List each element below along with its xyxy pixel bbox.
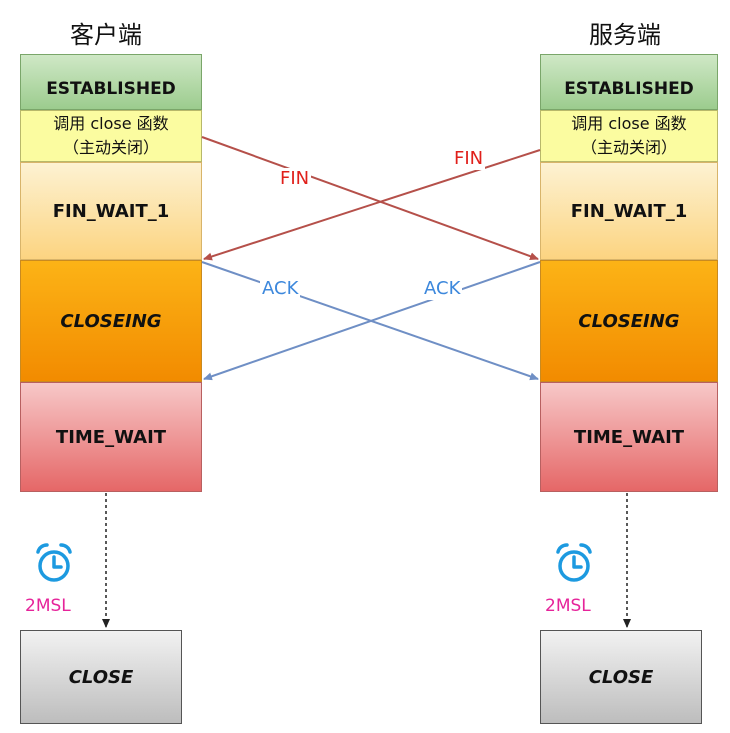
client-ack-label: ACK: [260, 278, 301, 300]
client-fin-label: FIN: [278, 168, 312, 190]
client-fin-wait-1-label: FIN_WAIT_1: [52, 200, 170, 222]
server-call-close-line1: 调用 close 函数: [571, 114, 687, 133]
server-established-label: ESTABLISHED: [564, 79, 694, 99]
server-closeing-state: CLOSEING: [540, 260, 718, 382]
client-time-wait-label: TIME_WAIT: [55, 426, 167, 448]
client-fin-wait-1-state: FIN_WAIT_1: [20, 162, 202, 260]
server-call-close-note: 调用 close 函数 （主动关闭）: [540, 110, 718, 162]
client-fin-arrow: [201, 136, 539, 261]
client-call-close-note: 调用 close 函数 （主动关闭）: [20, 110, 202, 162]
client-time-wait-state: TIME_WAIT: [20, 382, 202, 492]
client-close-label: CLOSE: [68, 666, 134, 688]
server-time-wait-label: TIME_WAIT: [573, 426, 685, 448]
client-title: 客户端: [70, 21, 142, 49]
client-2msl-label: 2MSL: [25, 596, 71, 616]
client-established-label: ESTABLISHED: [46, 79, 176, 99]
server-established-state: ESTABLISHED: [540, 54, 718, 110]
client-call-close-line2: （主动关闭）: [62, 138, 159, 157]
server-fin-wait-1-state: FIN_WAIT_1: [540, 162, 718, 260]
client-closeing-state: CLOSEING: [20, 260, 202, 382]
client-closeing-label: CLOSEING: [60, 310, 162, 332]
server-closeing-label: CLOSEING: [578, 310, 680, 332]
server-title: 服务端: [589, 21, 661, 49]
client-call-close-line1: 调用 close 函数: [53, 114, 169, 133]
server-close-state: CLOSE: [540, 630, 702, 724]
server-ack-arrow: [203, 261, 541, 381]
server-ack-label: ACK: [422, 278, 463, 300]
server-time-wait-state: TIME_WAIT: [540, 382, 718, 492]
server-fin-wait-1-label: FIN_WAIT_1: [570, 200, 688, 222]
alarm-clock-icon: [36, 543, 72, 582]
server-fin-arrow: [203, 149, 541, 261]
server-call-close-line2: （主动关闭）: [580, 138, 677, 157]
server-2msl-label: 2MSL: [545, 596, 591, 616]
client-close-state: CLOSE: [20, 630, 182, 724]
server-fin-label: FIN: [452, 148, 486, 170]
alarm-clock-icon: [556, 543, 592, 582]
server-close-label: CLOSE: [588, 666, 654, 688]
client-established-state: ESTABLISHED: [20, 54, 202, 110]
